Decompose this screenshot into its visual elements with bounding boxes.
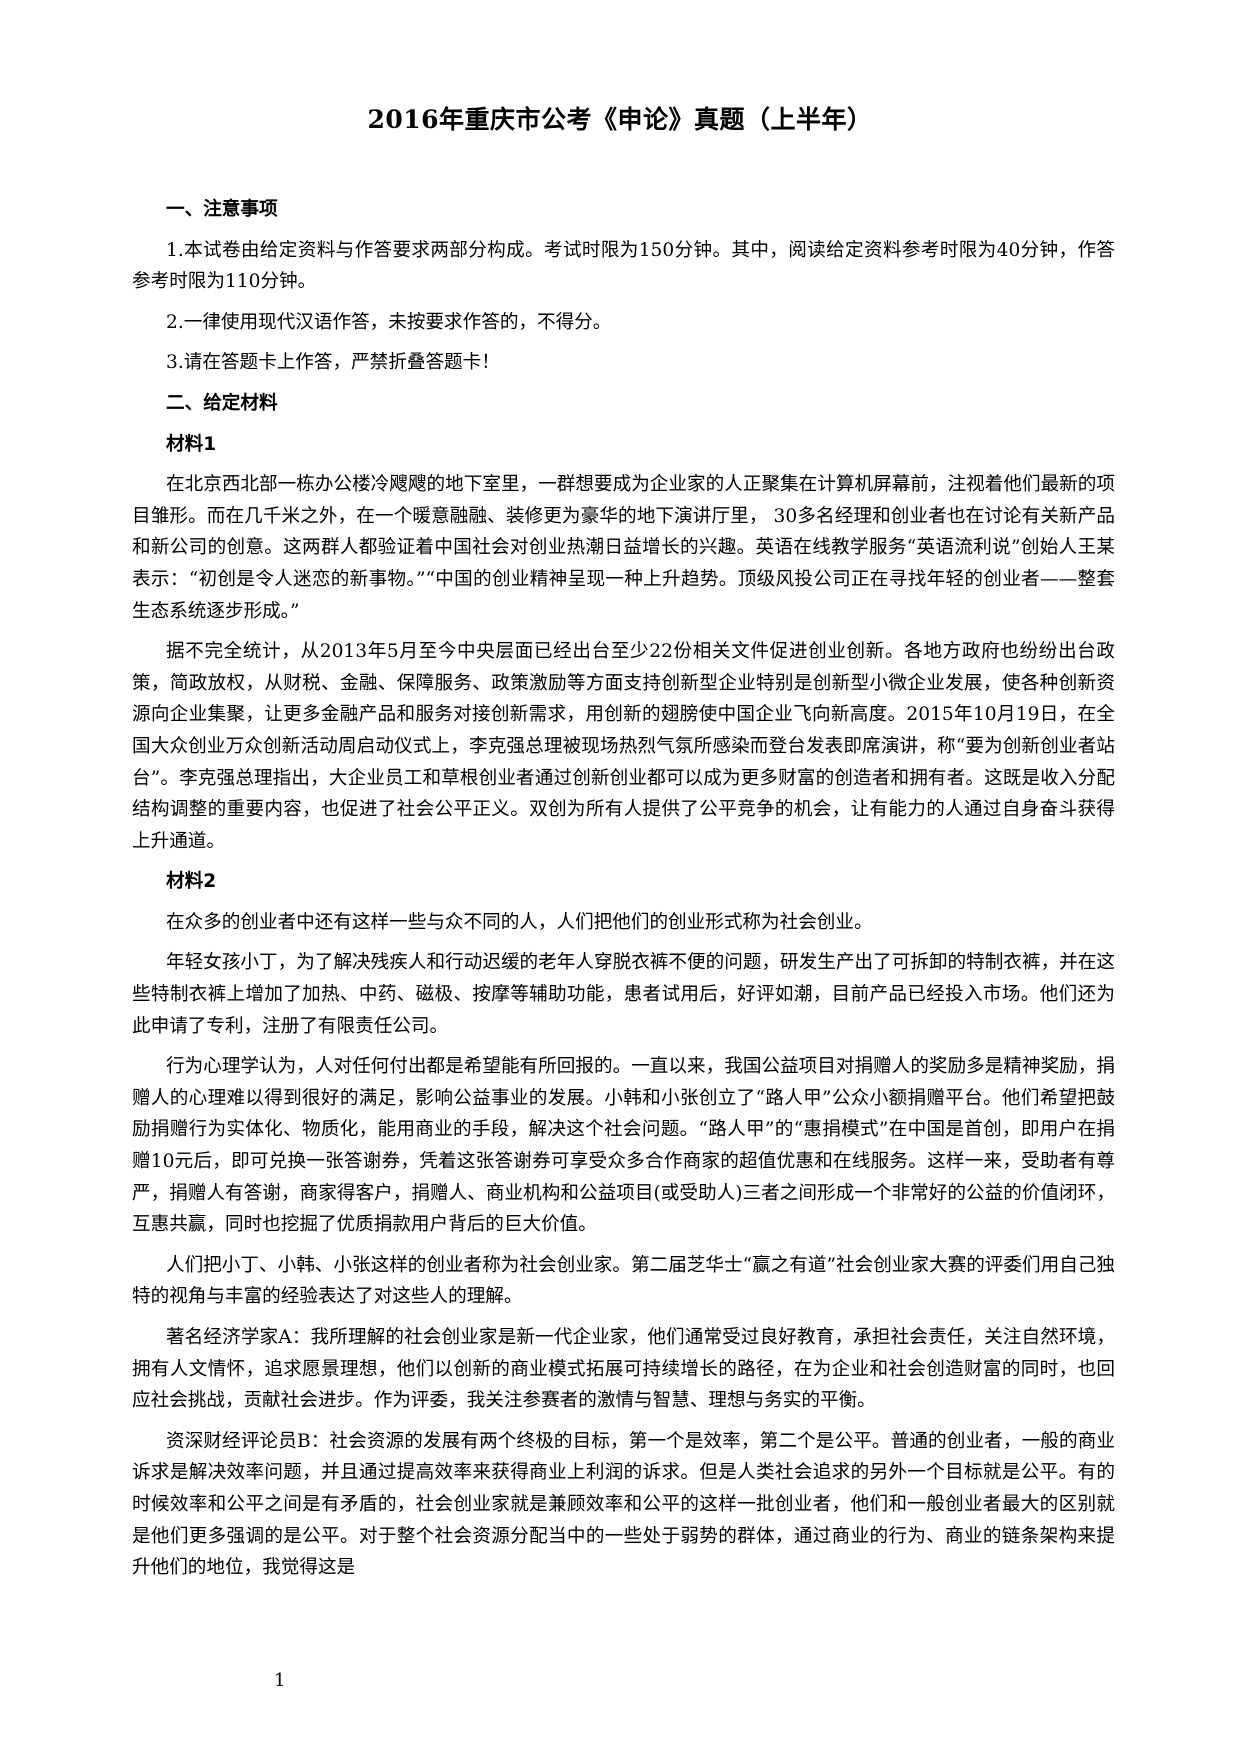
note-paragraph: 3.请在答题卡上作答，严禁折叠答题卡！ — [166, 352, 500, 374]
material-paragraph: 人们把小丁、小韩、小张这样的创业者称为社会创业家。第二届芝华士“赢之有道”社会创… — [132, 1254, 1115, 1308]
material-paragraph: 资深财经评论员B：社会资源的发展有两个终极的目标，第一个是效率，第二个是公平。普… — [132, 1430, 1115, 1579]
document-body: 一、注意事项 1.本试卷由给定资料与作答要求两部分构成。考试时限为150分钟。其… — [132, 194, 1115, 1593]
note-paragraph: 1.本试卷由给定资料与作答要求两部分构成。考试时限为150分钟。其中，阅读给定资… — [132, 239, 1115, 293]
page-number: 1 — [274, 1670, 286, 1691]
note-paragraph: 2.一律使用现代汉语作答，未按要求作答的，不得分。 — [166, 311, 612, 333]
material-paragraph: 行为心理学认为，人对任何付出都是希望能有所回报的。一直以来，我国公益项目对捐赠人… — [132, 1056, 1115, 1236]
material-paragraph: 据不完全统计，从2013年5月至今中央层面已经出台至少22份相关文件促进创业创新… — [132, 641, 1115, 852]
page-title: 2016年重庆市公考《申论》真题（上半年） — [367, 105, 873, 134]
material-heading: 材料2 — [166, 871, 217, 893]
material-heading: 材料1 — [166, 433, 217, 455]
material-paragraph: 年轻女孩小丁，为了解决残疾人和行动迟缓的老年人穿脱衣裤不便的问题，研发生产出了可… — [132, 952, 1115, 1037]
section-heading-notes: 一、注意事项 — [166, 199, 278, 220]
material-paragraph: 在北京西北部一栋办公楼冷飕飕的地下室里，一群想要成为企业家的人正聚集在计算机屏幕… — [132, 474, 1115, 622]
material-paragraph: 著名经济学家A：我所理解的社会创业家是新一代企业家，他们通常受过良好教育，承担社… — [132, 1327, 1115, 1412]
section-heading-materials: 二、给定材料 — [166, 392, 278, 414]
material-paragraph: 在众多的创业者中还有这样一些与众不同的人，人们把他们的创业形式称为社会创业。 — [166, 911, 873, 933]
